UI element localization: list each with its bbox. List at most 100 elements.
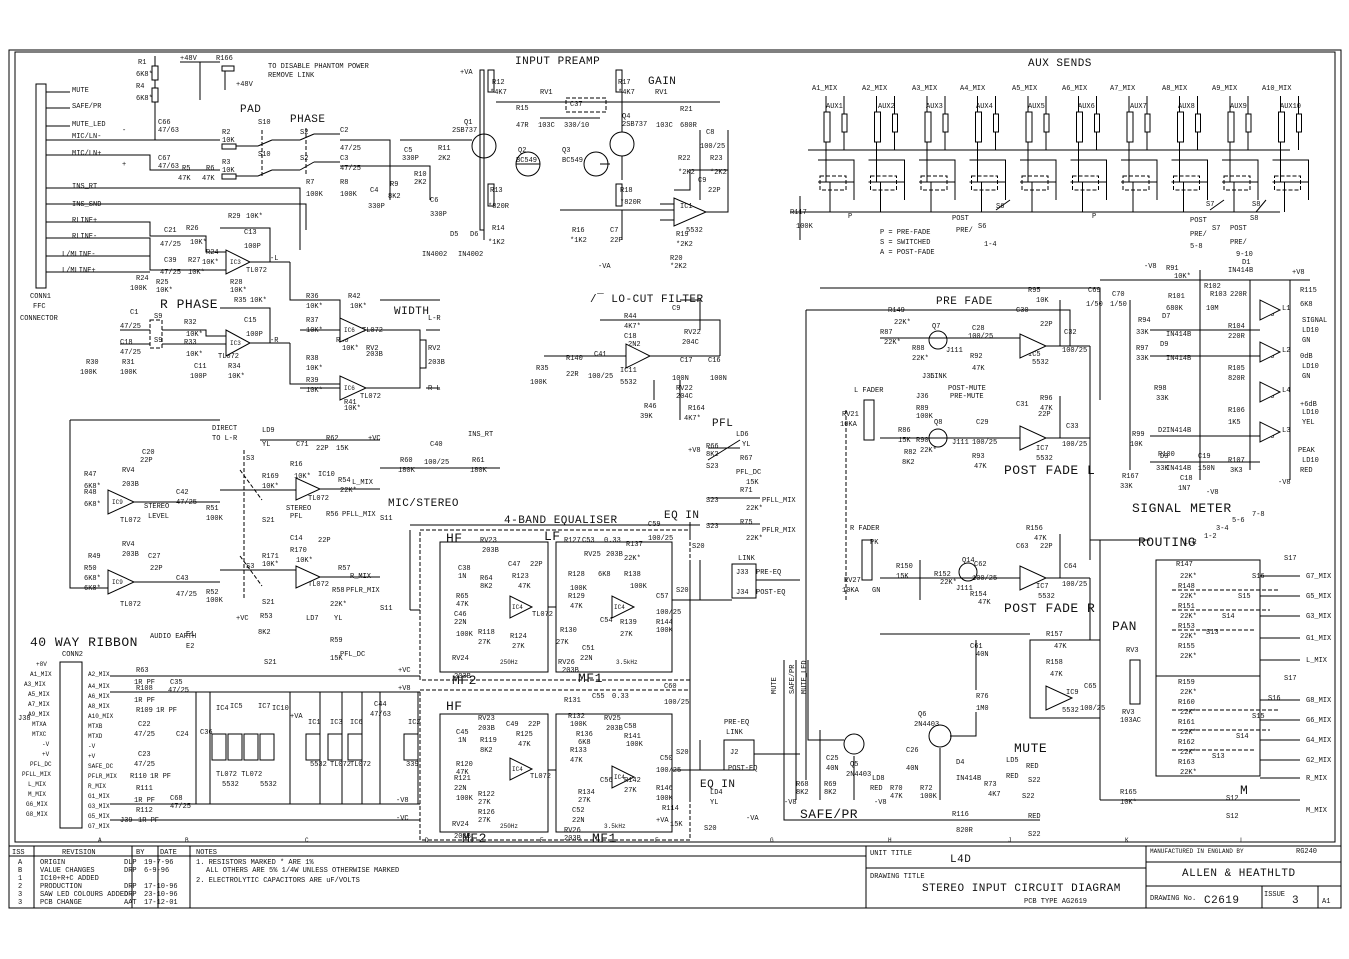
svg-text:C69: C69 [1088,287,1101,295]
svg-text:PFLL_MIX: PFLL_MIX [762,497,796,505]
rev-header: NOTES [196,849,217,857]
svg-text:R132: R132 [568,713,585,721]
svg-text:4K7*: 4K7* [684,415,701,423]
svg-text:47K: 47K [178,175,191,183]
svg-text:STEREO: STEREO [286,505,311,513]
svg-text:22K*: 22K* [1180,653,1197,661]
svg-text:S23: S23 [706,463,719,471]
svg-text:10K*: 10K* [246,213,263,221]
svg-text:C63: C63 [1016,543,1029,551]
svg-text:R105: R105 [1228,365,1245,373]
aux-pot [975,111,982,143]
aux-mix-label: A4_MIX [960,85,986,93]
rev-header: REVISION [62,849,96,857]
svg-text:C37: C37 [570,101,583,109]
svg-text:R59: R59 [330,637,343,645]
svg-text:22K*: 22K* [1180,633,1197,641]
svg-text:+VC: +VC [368,435,381,443]
meter-led-label: 0dB [1300,353,1313,361]
svg-text:ORIGIN: ORIGIN [40,859,65,867]
svg-text:47K: 47K [890,793,903,801]
aux-resistor [1043,113,1050,133]
svg-text:RV21: RV21 [842,411,859,419]
svg-text:R153: R153 [1178,623,1195,631]
section-label: LF [544,529,561,544]
svg-text:C50: C50 [660,755,673,763]
svg-text:D7: D7 [1162,313,1170,321]
ribbon-pin: A1_MIX [30,671,52,678]
section-label: /¯ LO-CUT FILTER [590,293,704,306]
svg-text:10K*: 10K* [306,327,323,335]
svg-text:1R PF: 1R PF [156,707,177,715]
svg-text:SAW LED COLOURS ADDED: SAW LED COLOURS ADDED [40,891,128,899]
svg-text:S16: S16 [1252,573,1265,581]
svg-text:2N4403: 2N4403 [914,721,939,729]
svg-text:E1: E1 [186,631,194,639]
svg-text:47/63: 47/63 [370,711,391,719]
svg-text:R9: R9 [390,181,398,189]
aux-label: AUX5 [1028,103,1045,111]
svg-text:47K: 47K [570,603,583,611]
section-label: R PHASE [160,297,218,312]
svg-text:R64: R64 [480,575,493,583]
issue: 3 [1292,895,1299,907]
ribbon-pin: PFL_DC [30,761,52,768]
section-label: 4-BAND EQUALISER [504,515,618,527]
svg-text:R100: R100 [1158,451,1175,459]
aux-label: AUX9 [1230,103,1247,111]
svg-text:820R: 820R [1228,375,1246,383]
svg-text:22K*: 22K* [1180,613,1197,621]
svg-text:8K2: 8K2 [480,583,493,591]
svg-text:47K: 47K [1040,405,1053,413]
svg-text:C52: C52 [572,807,585,815]
svg-text:J111: J111 [952,439,969,447]
svg-text:27K: 27K [478,817,491,825]
svg-text:R18: R18 [620,187,633,195]
svg-text:S21: S21 [262,517,275,525]
svg-text:RV24: RV24 [452,655,469,663]
note-line: ALL OTHERS ARE 5% 1/4W UNLESS OTHERWISE … [206,867,399,875]
svg-text:+VC: +VC [398,667,411,675]
aux-pot [1227,111,1235,143]
svg-text:1-4: 1-4 [984,241,997,249]
svg-text:R76: R76 [976,693,989,701]
svg-text:15K: 15K [330,655,343,663]
svg-text:R101: R101 [1168,293,1185,301]
svg-text:100K: 100K [916,413,934,421]
svg-text:10KA: 10KA [842,587,860,595]
svg-text:INS_RT: INS_RT [468,431,493,439]
svg-text:5532: 5532 [1038,593,1055,601]
svg-text:R60: R60 [400,457,413,465]
svg-text:R110: R110 [130,773,147,781]
svg-text:IC2: IC2 [408,719,421,727]
company: ALLEN & HEATHLTD [1182,868,1296,880]
svg-text:S12: S12 [1226,795,1239,803]
pin-label: INS_RT [72,183,97,191]
svg-text:1R PF: 1R PF [134,679,155,687]
svg-text:1N7: 1N7 [1178,485,1191,493]
svg-text:-L: -L [270,255,278,263]
svg-text:DRP: DRP [124,891,137,899]
svg-text:C53: C53 [582,537,595,545]
svg-text:R152: R152 [934,571,951,579]
svg-text:C60: C60 [664,683,677,691]
svg-text:R72: R72 [920,785,933,793]
svg-text:22P: 22P [530,561,543,569]
aux-pot [1278,111,1285,143]
svg-text:C14: C14 [290,535,303,543]
svg-text:R97: R97 [1136,345,1149,353]
svg-text:D2: D2 [1158,427,1166,435]
meter-led-label: SIGNAL [1302,317,1327,325]
svg-text:C24: C24 [176,731,189,739]
ribbon-pin: MTXC [32,731,47,738]
svg-text:R140: R140 [566,355,583,363]
aux-resistor [1195,113,1201,133]
svg-text:10K: 10K [1130,441,1143,449]
svg-text:TL072: TL072 [530,773,551,781]
svg-text:100K: 100K [570,585,588,593]
aux-link [1021,175,1049,191]
svg-text:R163: R163 [1178,759,1195,767]
aux-label: AUX10 [1280,103,1301,111]
svg-text:2K2: 2K2 [414,179,427,187]
section-label: ROUTING [1138,535,1196,550]
